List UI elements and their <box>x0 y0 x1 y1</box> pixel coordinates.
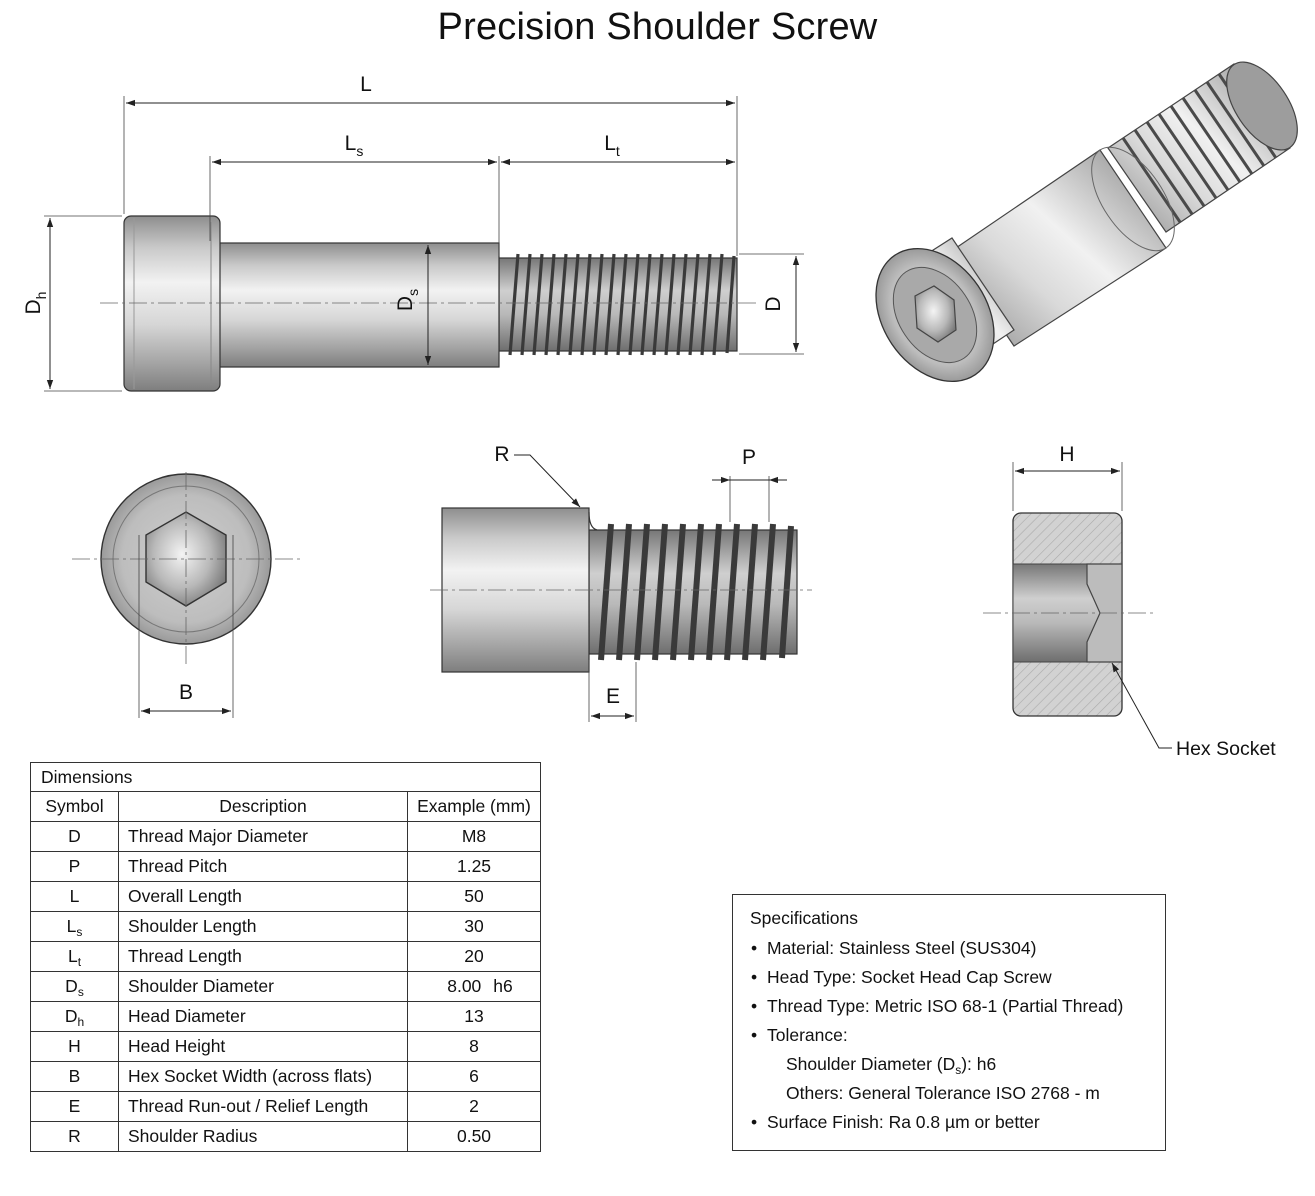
row-description: Overall Length <box>118 881 408 912</box>
row-value: 30 <box>407 911 541 942</box>
section-view: H Hex Socket <box>983 443 1276 760</box>
dim-L-label: L <box>360 73 372 96</box>
row-value: 13 <box>407 1001 541 1032</box>
row-description: Shoulder Length <box>118 911 408 942</box>
row-description: Shoulder Diameter <box>118 971 408 1002</box>
row-value: 20 <box>407 941 541 972</box>
specifications-title: Specifications <box>750 908 858 928</box>
end-view: B <box>72 472 300 718</box>
table-row: Lt Thread Length 20 <box>30 941 541 972</box>
row-description: Thread Major Diameter <box>118 821 408 852</box>
row-description: Head Height <box>118 1031 408 1062</box>
table-row: Dh Head Diameter 13 <box>30 1001 541 1032</box>
spec-tolerance-others: Others: General Tolerance ISO 2768 - m <box>786 1083 1100 1103</box>
row-symbol: B <box>30 1061 119 1092</box>
dim-D-label: D <box>762 296 785 311</box>
row-symbol: P <box>30 851 119 882</box>
table-row: L Overall Length 50 <box>30 881 541 912</box>
table-caption: Dimensions <box>30 762 541 792</box>
spec-head-type: Head Type: Socket Head Cap Screw <box>750 967 1165 996</box>
row-symbol: L <box>30 881 119 912</box>
row-value: 8 <box>407 1031 541 1062</box>
row-description: Thread Pitch <box>118 851 408 882</box>
dim-Lt-label: Lt <box>604 132 620 159</box>
side-view: L Ls Lt Dh Ds D <box>22 73 804 392</box>
table-row: H Head Height 8 <box>30 1031 541 1062</box>
table-row: P Thread Pitch 1.25 <box>30 851 541 882</box>
row-value: 50 <box>407 881 541 912</box>
table-row: Ls Shoulder Length 30 <box>30 911 541 942</box>
row-symbol: Ls <box>30 911 119 942</box>
detail-view: R P E <box>430 443 812 722</box>
row-symbol: E <box>30 1091 119 1122</box>
table-header-row: Symbol Description Example (mm) <box>30 791 541 822</box>
row-description: Thread Run-out / Relief Length <box>118 1091 408 1122</box>
dim-R-label: R <box>494 443 509 466</box>
row-value: 6 <box>407 1061 541 1092</box>
table-row: R Shoulder Radius 0.50 <box>30 1121 541 1152</box>
dim-Ds-label: Ds <box>394 289 421 311</box>
specifications-box: Specifications Material: Stainless Steel… <box>732 894 1166 1151</box>
dim-E-label: E <box>606 685 620 708</box>
header-description: Description <box>118 791 408 822</box>
specifications-list: Material: Stainless Steel (SUS304) Head … <box>750 938 1165 1141</box>
row-description: Head Diameter <box>118 1001 408 1032</box>
row-value: 0.50 <box>407 1121 541 1152</box>
page-title: Precision Shoulder Screw <box>437 6 878 48</box>
row-value: 2 <box>407 1091 541 1122</box>
row-symbol: Lt <box>30 941 119 972</box>
row-symbol: Dh <box>30 1001 119 1032</box>
row-tolerance: h6 <box>493 976 513 996</box>
dim-P-label: P <box>742 446 756 469</box>
row-description: Hex Socket Width (across flats) <box>118 1061 408 1092</box>
spec-thread-type: Thread Type: Metric ISO 68-1 (Partial Th… <box>750 996 1165 1025</box>
row-value: M8 <box>407 821 541 852</box>
dim-H-label: H <box>1059 443 1074 466</box>
shoulder-body <box>209 242 500 368</box>
screw-head <box>123 215 221 392</box>
dim-Dh-label: Dh <box>22 292 49 315</box>
technical-drawing: L Ls Lt Dh Ds D <box>22 61 1298 760</box>
spec-tolerance-shoulder: Shoulder Diameter (Ds): h6 <box>786 1054 997 1077</box>
row-symbol: H <box>30 1031 119 1062</box>
spec-tolerance: Tolerance: <box>750 1025 1165 1054</box>
dim-Ls-label: Ls <box>345 132 364 159</box>
row-symbol: Ds <box>30 971 119 1002</box>
header-symbol: Symbol <box>30 791 119 822</box>
table-row: B Hex Socket Width (across flats) 6 <box>30 1061 541 1092</box>
row-description: Thread Length <box>118 941 408 972</box>
row-description: Shoulder Radius <box>118 1121 408 1152</box>
dimensions-table: Dimensions Symbol Description Example (m… <box>30 762 541 1152</box>
isometric-view <box>875 61 1298 383</box>
row-symbol: D <box>30 821 119 852</box>
table-row: D Thread Major Diameter M8 <box>30 821 541 852</box>
header-example: Example (mm) <box>407 791 541 822</box>
thread-crests <box>508 253 736 356</box>
table-row: E Thread Run-out / Relief Length 2 <box>30 1091 541 1122</box>
spec-surface-finish: Surface Finish: Ra 0.8 µm or better <box>750 1112 1165 1141</box>
spec-material: Material: Stainless Steel (SUS304) <box>750 938 1165 967</box>
hex-socket-label: Hex Socket <box>1176 738 1276 760</box>
dim-B-label: B <box>179 681 193 704</box>
row-symbol: R <box>30 1121 119 1152</box>
row-value: 1.25 <box>407 851 541 882</box>
